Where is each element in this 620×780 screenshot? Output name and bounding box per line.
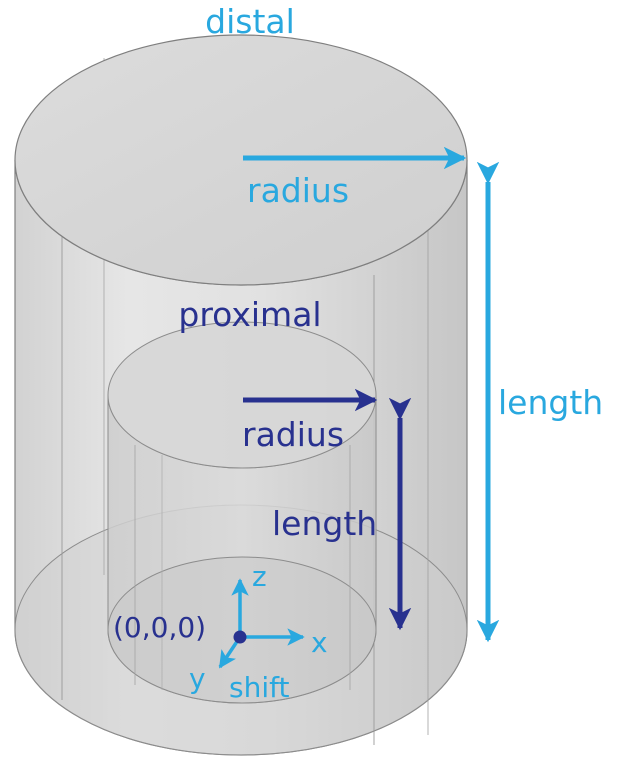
inner-length-label: length: [272, 504, 377, 543]
outer-length-label: length: [498, 383, 603, 422]
shift-label: shift: [229, 671, 289, 704]
axis-x-label: x: [311, 626, 328, 659]
distal-label: distal: [205, 2, 295, 41]
outer-top-cap: [14, 34, 468, 286]
axis-z-label: z: [252, 560, 267, 593]
proximal-label: proximal: [178, 295, 321, 334]
origin-point: [233, 630, 247, 644]
inner-cylinder: [107, 321, 377, 704]
outer-radius-label: radius: [247, 171, 349, 210]
origin-label: (0,0,0): [113, 611, 206, 644]
coordinate-axes: [218, 578, 305, 669]
axis-y-label: y: [189, 662, 206, 695]
inner-radius-label: radius: [242, 415, 344, 454]
